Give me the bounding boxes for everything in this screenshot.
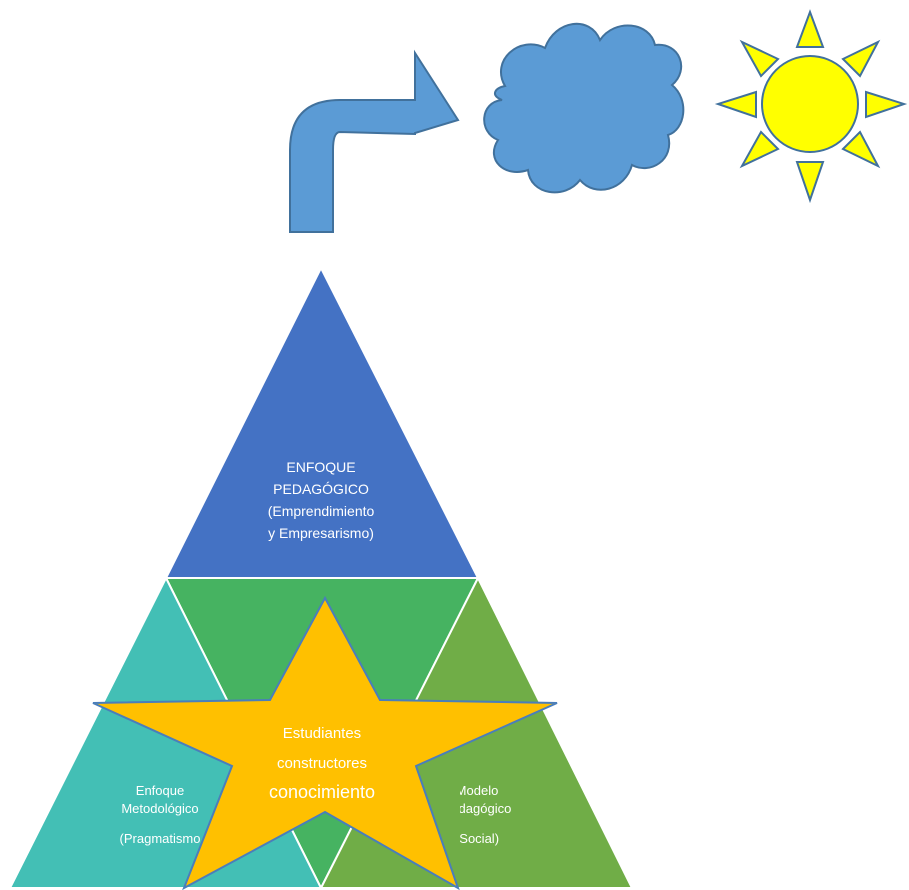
top-label-line3: (Emprendimiento (268, 503, 375, 519)
star-label-line1: Estudiantes (283, 725, 361, 742)
top-label-line2: PEDAGÓGICO (273, 481, 369, 497)
bent-arrow-icon (289, 49, 460, 233)
top-label-line1: ENFOQUE (286, 459, 355, 475)
right-label-line1: Modelo (456, 783, 499, 798)
right-label-line3: (Social) (455, 831, 499, 846)
top-label-line4: y Empresarismo) (268, 525, 374, 541)
left-label-line3: (Pragmatismo (120, 831, 201, 846)
star-icon (92, 595, 558, 890)
left-label-line1: Enfoque (136, 783, 184, 798)
sun-icon (714, 9, 908, 204)
star-label-line3: conocimiento (269, 782, 375, 802)
right-label-line2: Pedagógico (443, 801, 512, 816)
cloud-icon (483, 22, 685, 194)
star-label-line2: constructores (277, 755, 367, 772)
left-label-line2: Metodológico (121, 801, 198, 816)
